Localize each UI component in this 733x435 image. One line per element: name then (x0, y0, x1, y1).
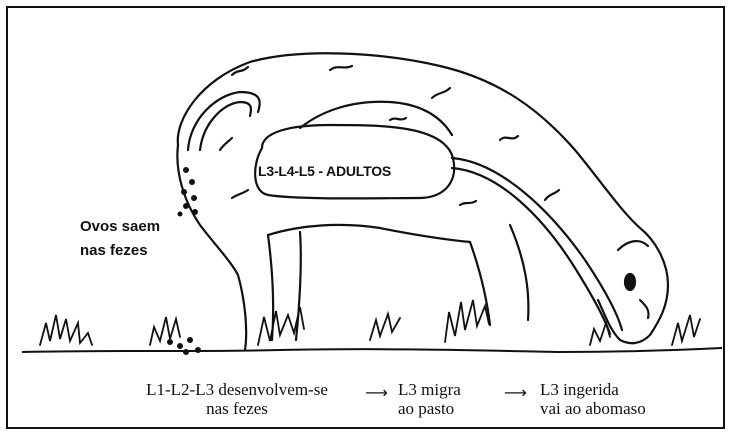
stage-3-line-2: vai ao abomaso (540, 399, 680, 418)
stage-1-line-2: nas fezes (112, 399, 362, 418)
arrow-right-icon: ⟶ (365, 383, 388, 402)
stage-3-line-1: L3 ingerida (540, 380, 680, 399)
adult-stage-label: L3-L4-L5 - ADULTOS (258, 163, 391, 179)
eggs-label-line-1: Ovos saem (80, 218, 160, 235)
stage-2-line-1: L3 migra (398, 380, 498, 399)
stage-ingested-to-abomasum: L3 ingerida vai ao abomaso (540, 380, 680, 418)
eggs-label-line-2: nas fezes (80, 242, 148, 259)
ground-line (22, 348, 722, 352)
stage-migrates-to-pasture: L3 migra ao pasto (398, 380, 498, 418)
stage-2-line-2: ao pasto (398, 399, 498, 418)
arrow-right-icon: ⟶ (504, 383, 527, 402)
stage-development-in-faeces: L1-L2-L3 desenvolvem-se nas fezes (112, 380, 362, 418)
stage-1-line-1: L1-L2-L3 desenvolvem-se (112, 380, 362, 399)
